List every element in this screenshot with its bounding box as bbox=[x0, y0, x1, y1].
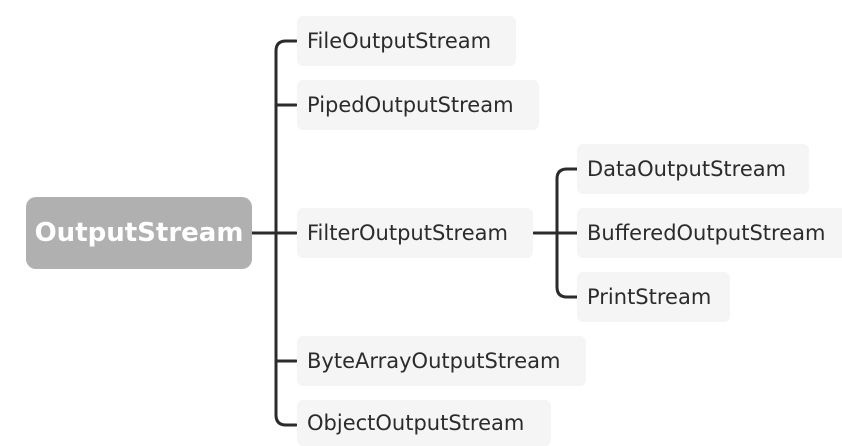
node-objectoutputstream[interactable]: ObjectOutputStream bbox=[297, 400, 551, 446]
node-label: PipedOutputStream bbox=[307, 93, 514, 117]
node-label: ByteArrayOutputStream bbox=[307, 349, 561, 373]
node-label: DataOutputStream bbox=[587, 157, 787, 181]
node-filteroutputstream[interactable]: FilterOutputStream bbox=[297, 208, 533, 258]
node-pipedoutputstream[interactable]: PipedOutputStream bbox=[297, 80, 539, 130]
node-label: FileOutputStream bbox=[307, 29, 492, 53]
root-node-outputstream[interactable]: OutputStream bbox=[26, 197, 252, 269]
root-node-label: OutputStream bbox=[34, 218, 244, 248]
node-printstream[interactable]: PrintStream bbox=[577, 272, 730, 322]
node-label: ObjectOutputStream bbox=[307, 411, 525, 435]
node-bytearrayoutputstream[interactable]: ByteArrayOutputStream bbox=[297, 336, 586, 386]
node-label: FilterOutputStream bbox=[307, 221, 508, 245]
node-bufferedoutputstream[interactable]: BufferedOutputStream bbox=[577, 208, 842, 258]
node-dataoutputstream[interactable]: DataOutputStream bbox=[577, 144, 809, 194]
node-label: BufferedOutputStream bbox=[587, 221, 826, 245]
node-fileoutputstream[interactable]: FileOutputStream bbox=[297, 16, 516, 66]
node-label: PrintStream bbox=[587, 285, 712, 309]
